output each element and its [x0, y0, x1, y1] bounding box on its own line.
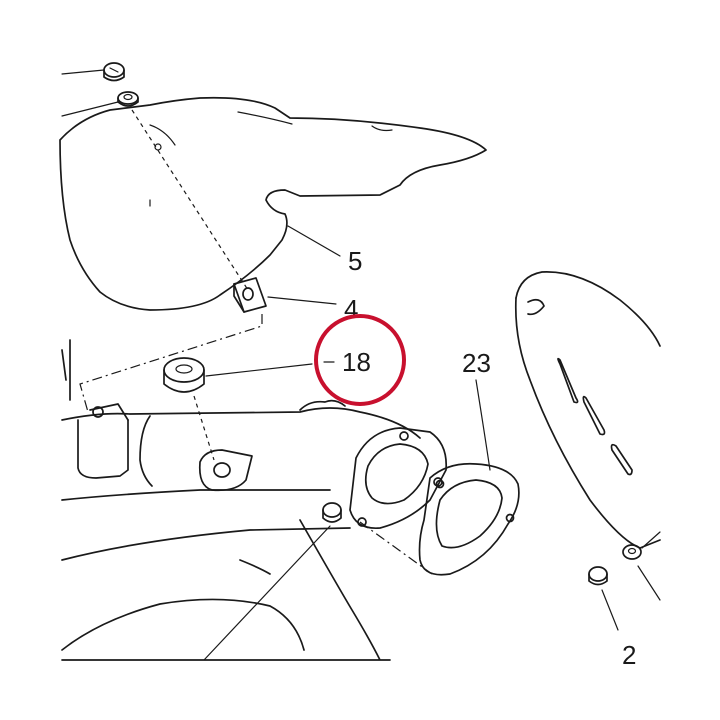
leader-2a: [601, 589, 619, 631]
washer-bottom[interactable]: [622, 544, 642, 560]
bolt-top[interactable]: [103, 62, 125, 82]
leader-nut: [203, 525, 331, 661]
leader-23: [475, 379, 491, 471]
clip-nut[interactable]: [233, 277, 267, 313]
pipe-mount-tab[interactable]: [198, 449, 253, 492]
muffler[interactable]: [514, 271, 661, 549]
frame-contour: [61, 519, 391, 661]
callout-2: 2: [622, 640, 636, 670]
axis-grommet: [193, 395, 215, 461]
flange-nut[interactable]: [322, 502, 342, 523]
leader-4: [267, 296, 337, 305]
callout-5: 5: [348, 246, 362, 276]
leader-18: [205, 363, 313, 377]
axis-clip: [79, 314, 263, 413]
pipe-bracket[interactable]: [61, 339, 129, 479]
leader-washer-top: [61, 101, 119, 117]
rubber-grommet[interactable]: [163, 357, 205, 393]
callout-18: 18: [342, 347, 371, 377]
pipe-flange[interactable]: [349, 427, 448, 530]
leader-5: [287, 225, 341, 257]
exhaust-pipe[interactable]: [61, 407, 421, 501]
axis-bolt-top: [131, 109, 249, 291]
leader-2b: [637, 565, 661, 601]
highlight-circle: [314, 314, 406, 406]
axis-flange: [359, 521, 433, 575]
heat-shield[interactable]: [59, 96, 487, 311]
leader-bolt-top: [61, 69, 105, 75]
gasket[interactable]: [418, 462, 520, 576]
bolt-bottom[interactable]: [588, 566, 608, 586]
callout-23: 23: [462, 348, 491, 378]
washer-top[interactable]: [117, 91, 139, 107]
